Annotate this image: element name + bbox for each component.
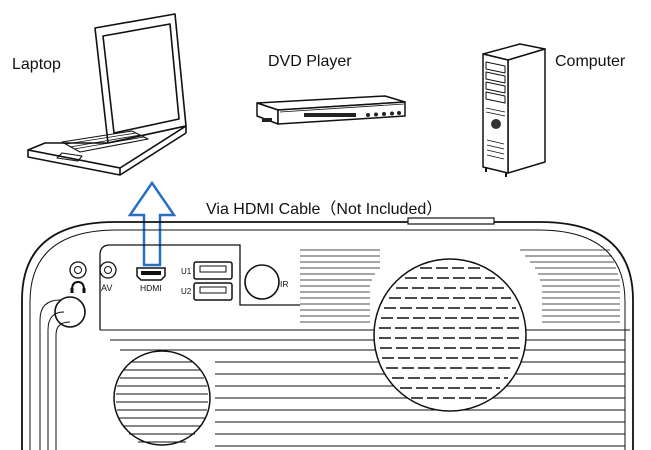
hdmi-port-label: HDMI (140, 283, 162, 293)
usb1-port-label: U1 (181, 267, 192, 276)
projector-icon (21, 217, 634, 450)
connection-label: Via HDMI Cable（Not Included） (206, 201, 443, 218)
laptop-label: Laptop (12, 56, 61, 73)
computer-tower-icon (482, 43, 546, 177)
dvd-player-label: DVD Player (268, 53, 352, 70)
dvd-player-icon (256, 95, 406, 125)
computer-label: Computer (555, 53, 626, 70)
av-port-label: AV (101, 283, 112, 293)
hdmi-arrow-icon (127, 180, 177, 267)
usb2-port-label: U2 (181, 287, 192, 296)
ir-port-label: IR (280, 279, 289, 289)
laptop-icon (27, 13, 187, 176)
